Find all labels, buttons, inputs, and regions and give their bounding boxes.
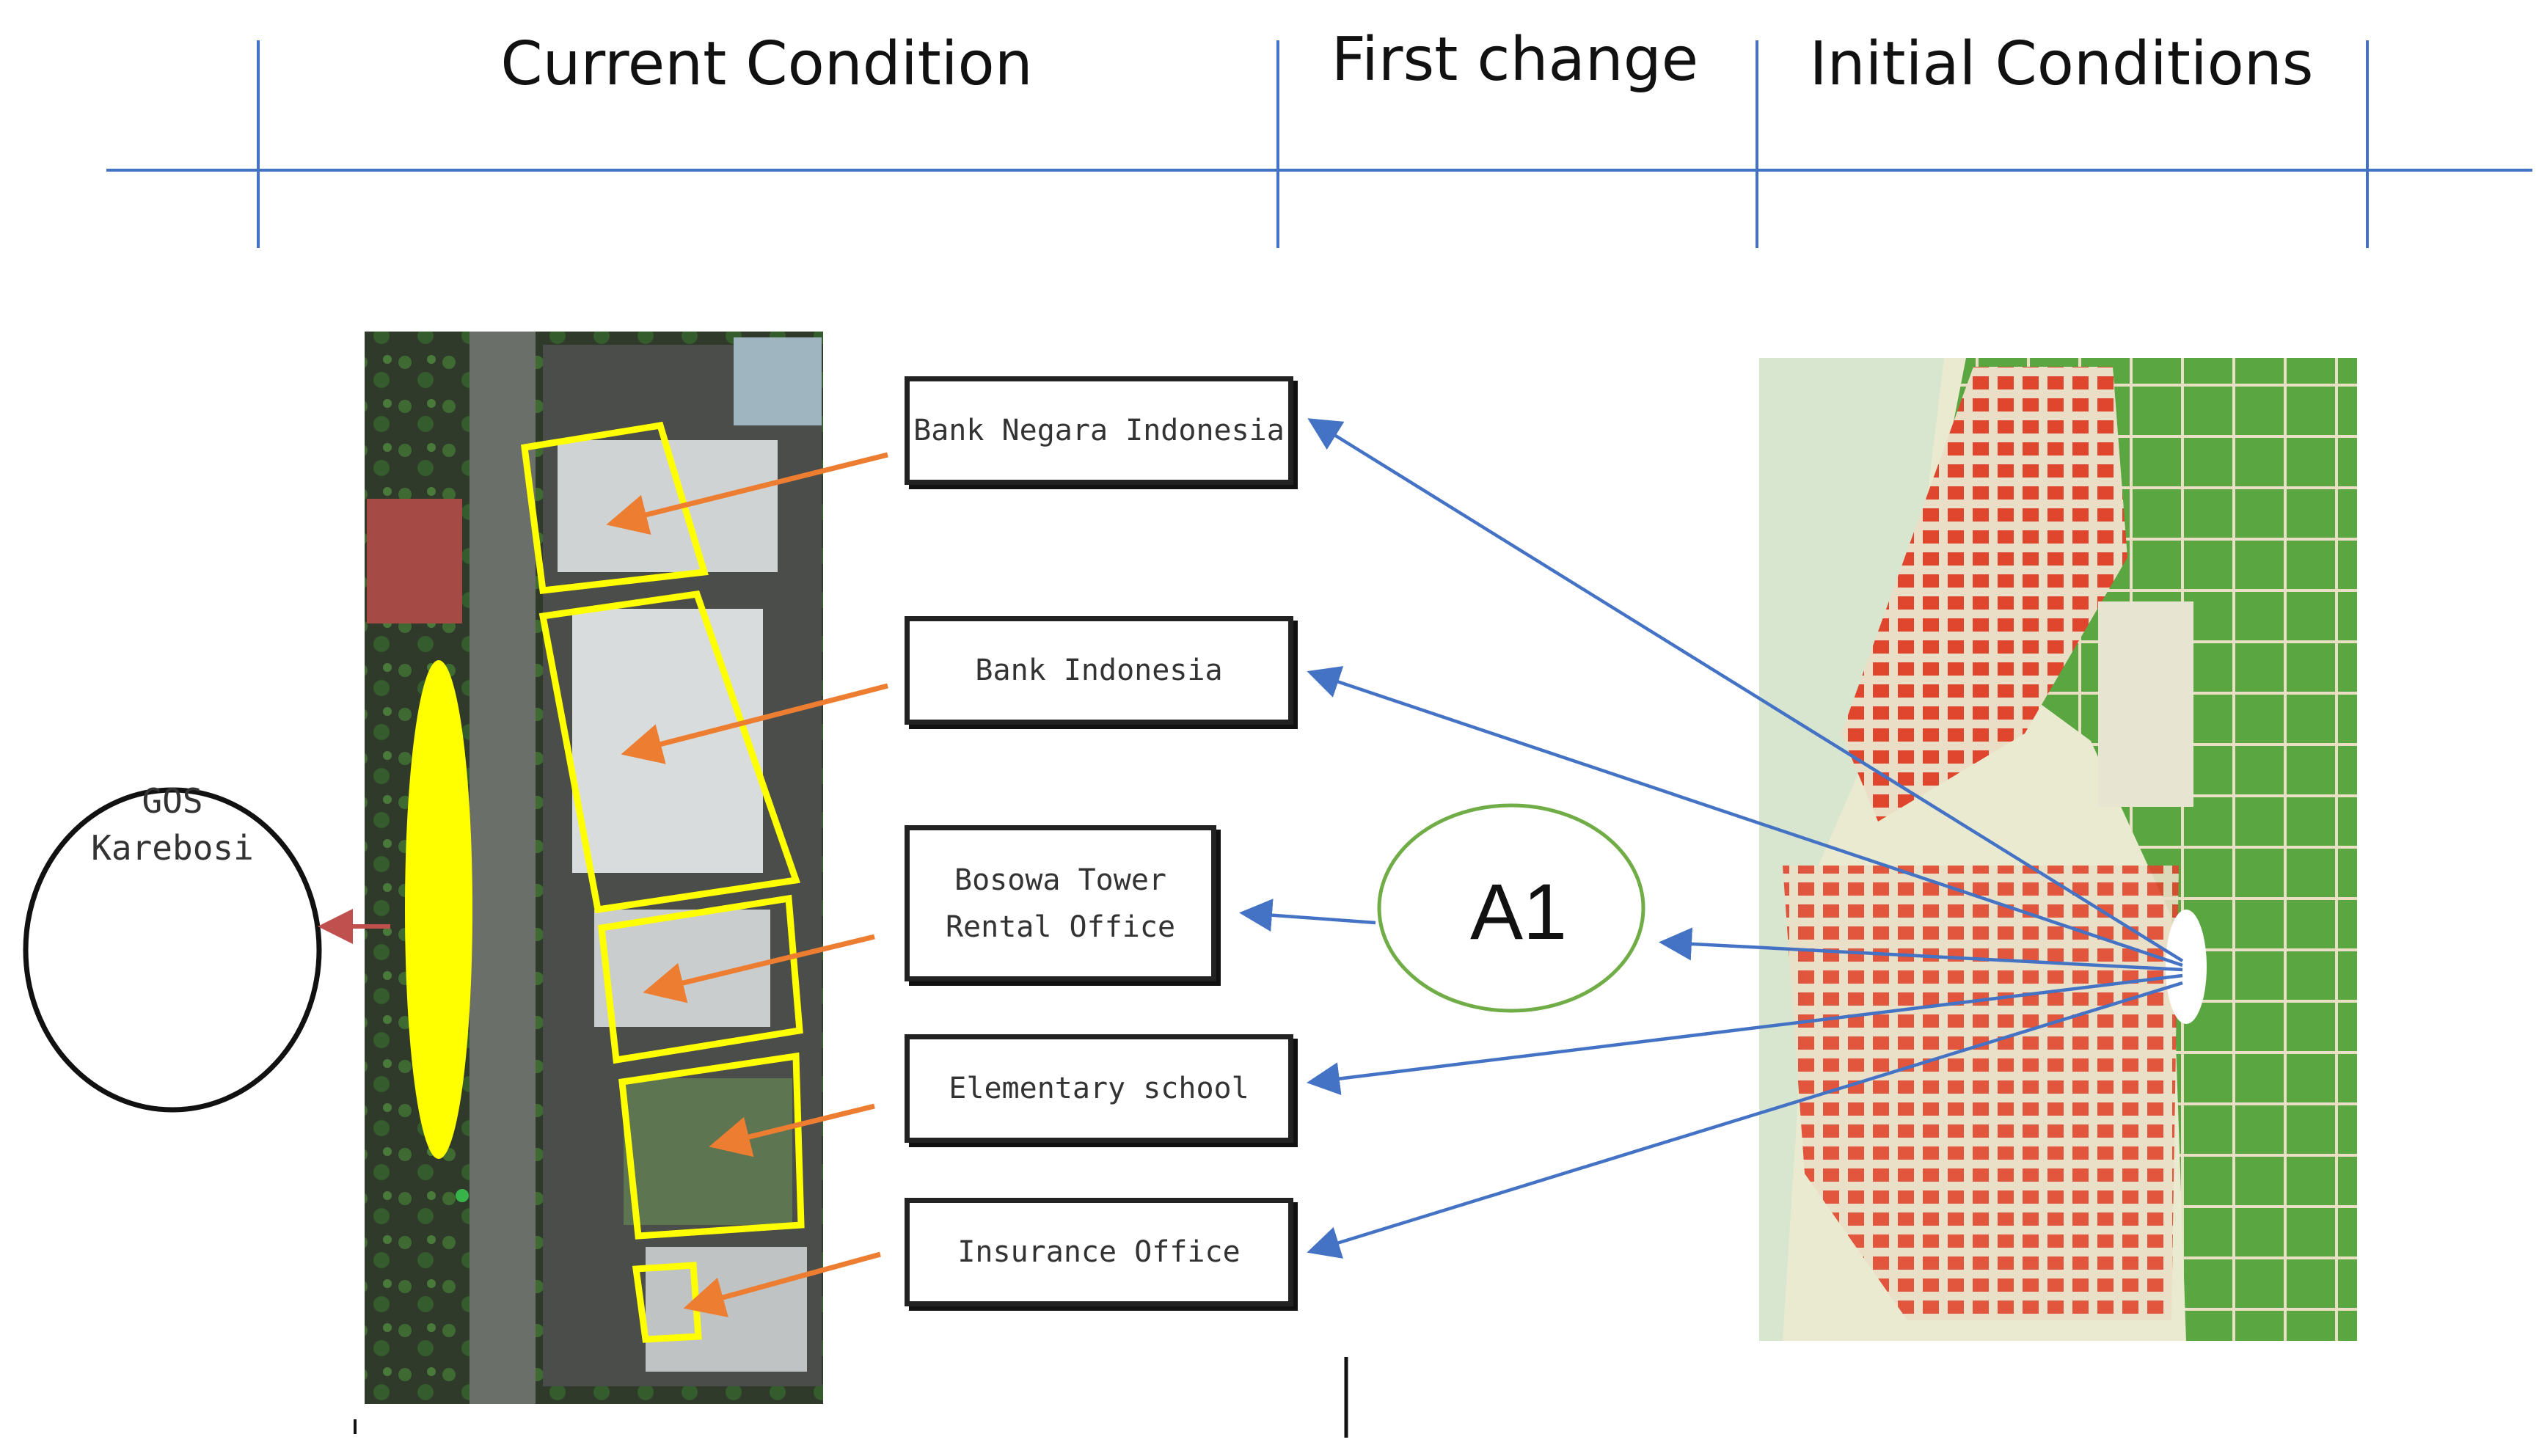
header-initial-conditions: Initial Conditions: [1809, 29, 2314, 99]
gos-karebosi-label: GOS Karebosi: [91, 781, 254, 868]
highlight-bank-indonesia: [538, 590, 801, 914]
box-insurance-office-label: Insurance Office: [957, 1235, 1241, 1269]
highlight-school: [618, 1052, 805, 1240]
orange-connectors: [606, 452, 888, 1317]
box-elementary-school: Elementary school: [905, 1034, 1293, 1143]
box-bank-indonesia-label: Bank Indonesia: [975, 654, 1223, 687]
timeline: [106, 40, 2532, 248]
building-highlights: [520, 421, 805, 1343]
header-current-condition: Current Condition: [500, 29, 1033, 99]
box-bosowa-tower-label: Bosowa Tower Rental Office: [945, 863, 1176, 944]
a1-circle: [1377, 803, 1645, 1013]
highlight-insurance: [632, 1262, 702, 1343]
highlight-bosowa: [598, 894, 803, 1064]
karebosi-field-marker: [405, 660, 472, 1159]
historic-map: [1759, 358, 2357, 1341]
map-origin-point: [2166, 910, 2207, 1024]
header-first-change: First change: [1331, 25, 1699, 95]
box-bank-negara-indonesia-label: Bank Negara Indonesia: [913, 414, 1285, 447]
a1-label: A1: [1469, 867, 1568, 956]
box-elementary-school-label: Elementary school: [949, 1072, 1249, 1105]
box-bank-negara-indonesia: Bank Negara Indonesia: [905, 376, 1293, 485]
gos-karebosi-circle: [23, 787, 322, 1113]
map-pin-icon: [456, 1189, 469, 1202]
box-bosowa-tower: Bosowa Tower Rental Office: [905, 825, 1216, 981]
box-bank-indonesia: Bank Indonesia: [905, 616, 1293, 725]
blue-connectors: [1239, 418, 2184, 1259]
box-insurance-office: Insurance Office: [905, 1198, 1293, 1306]
highlight-bank-negara: [520, 421, 709, 594]
